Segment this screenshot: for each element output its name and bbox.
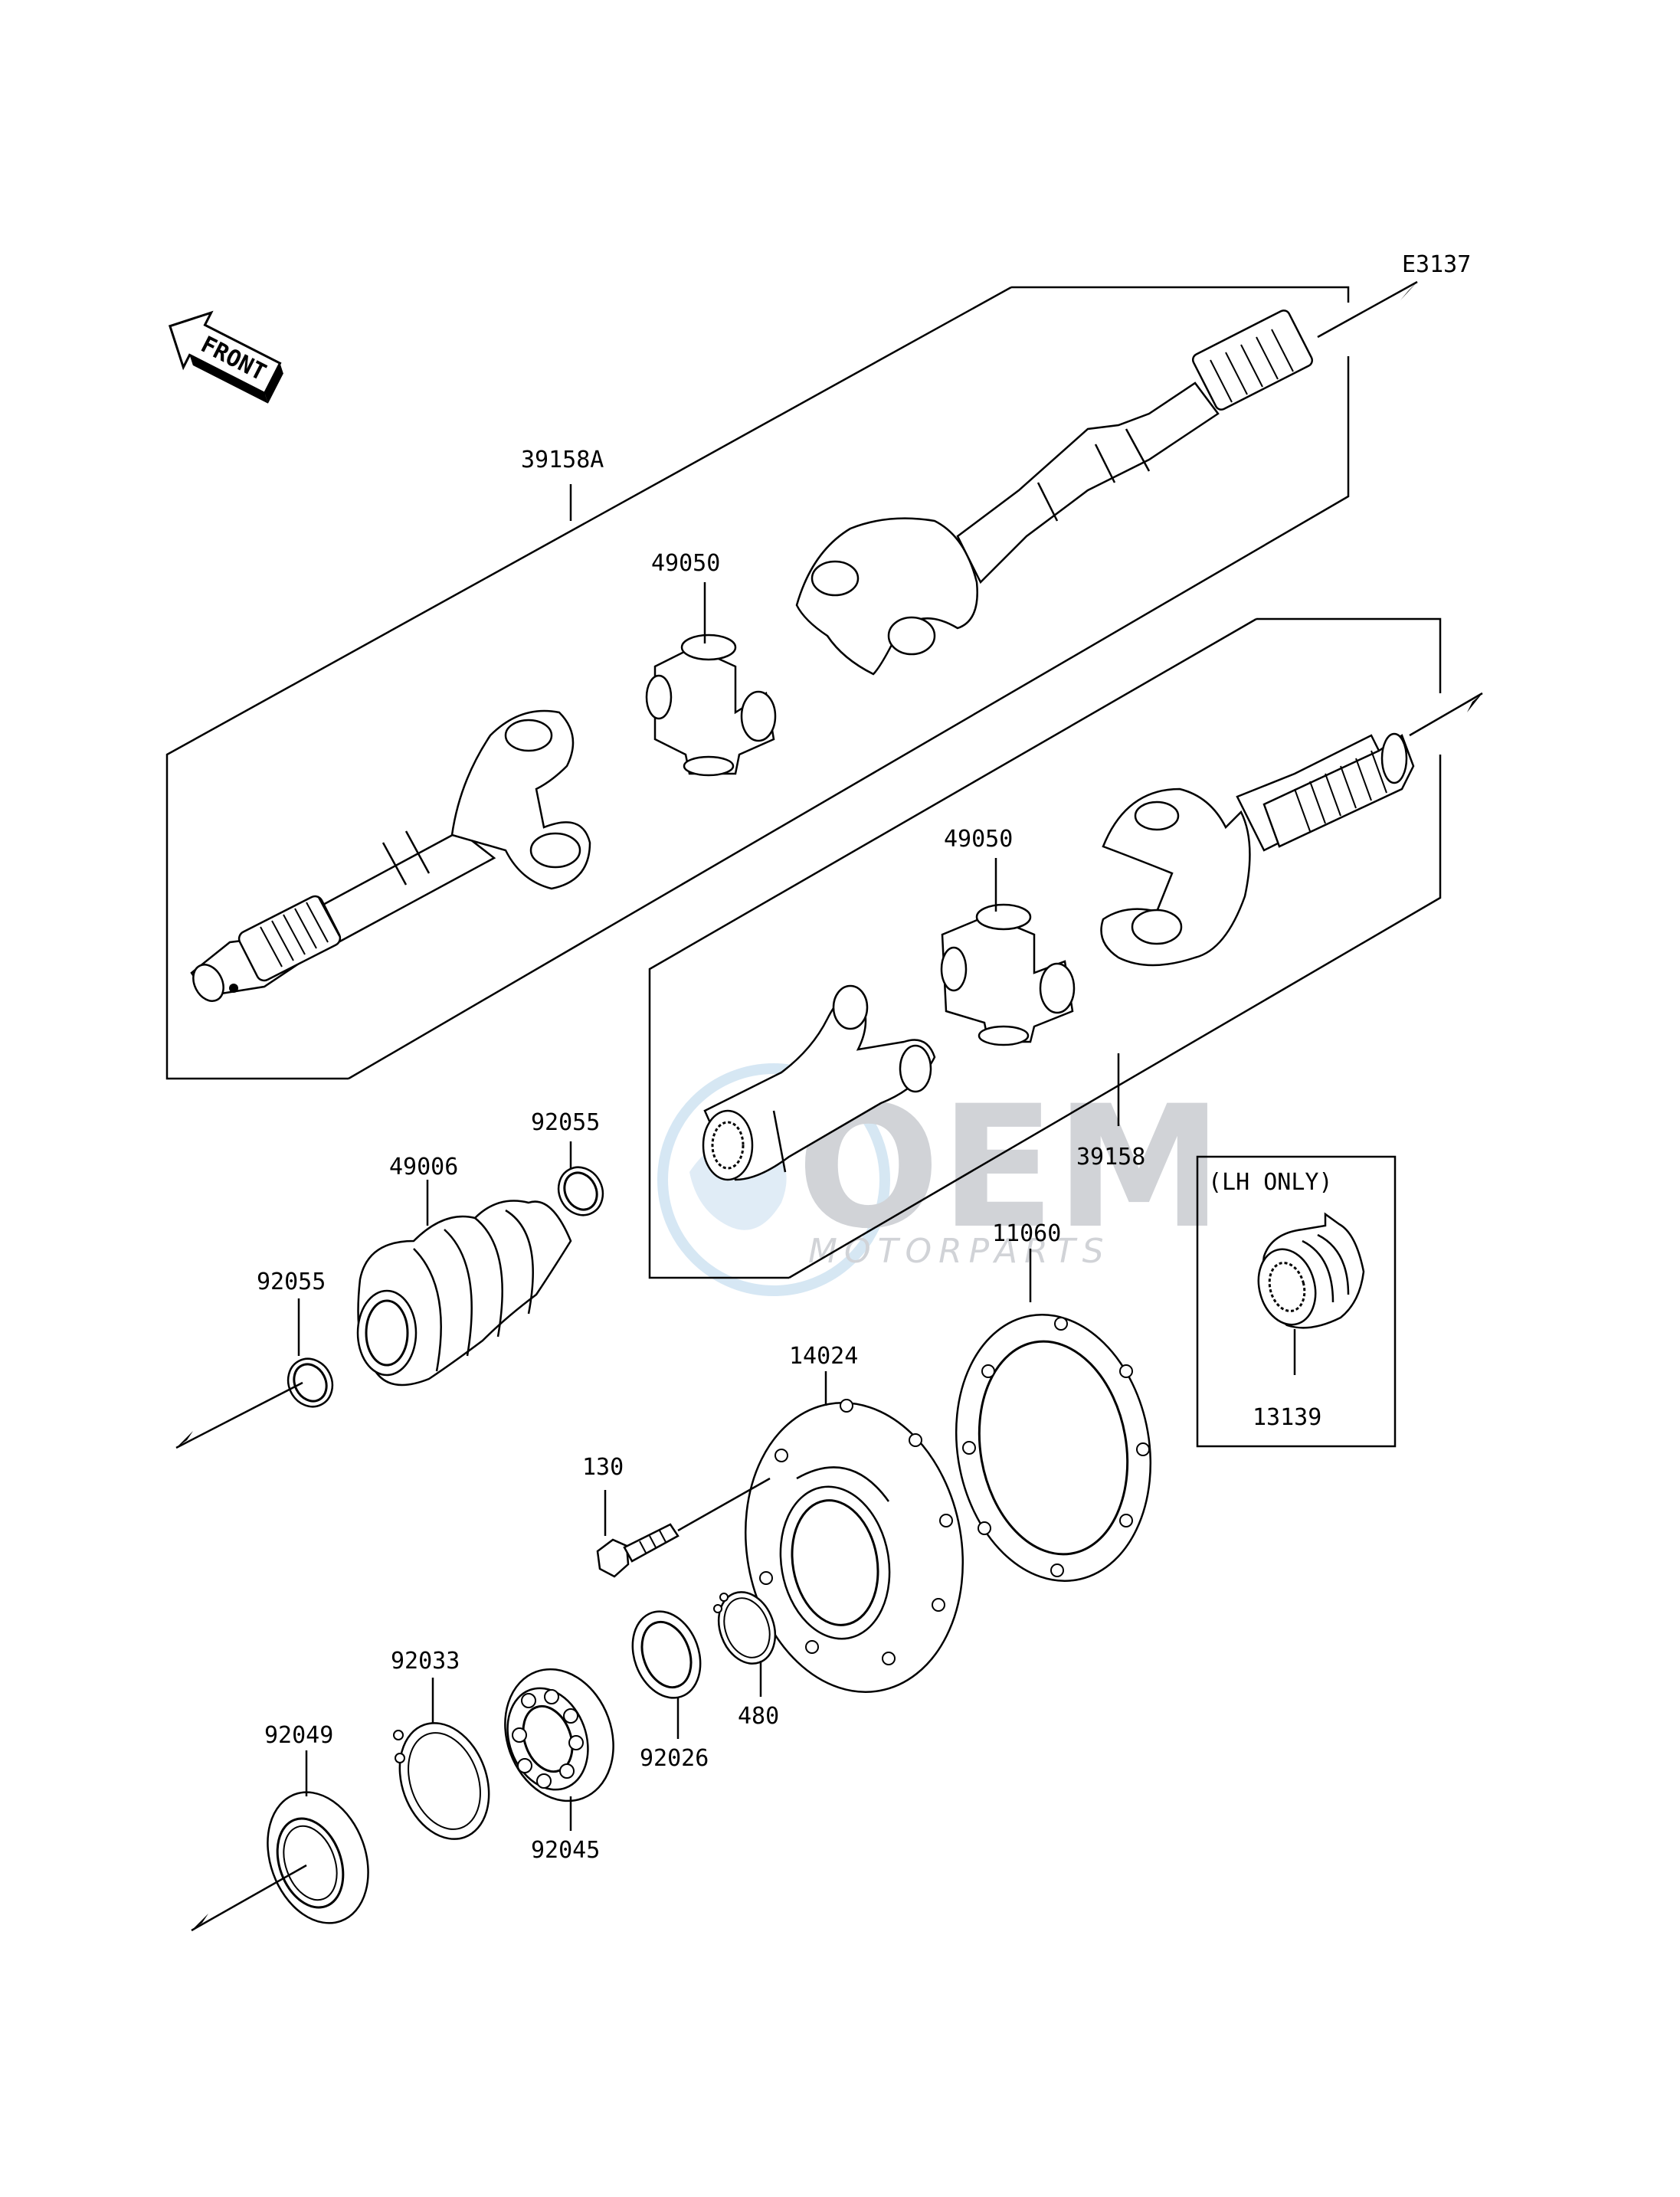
gasket-11060 — [955, 1249, 1152, 1582]
callout-13139: 13139 — [1253, 1404, 1321, 1431]
callout-92049: 92049 — [264, 1722, 333, 1749]
lh-only-inset: (LH ONLY) — [1196, 1155, 1397, 1448]
u-joint-upper — [645, 634, 777, 777]
upper-shaft-group — [165, 280, 1418, 1080]
upper-shaft-right — [795, 309, 1314, 676]
u-joint-lower — [940, 903, 1076, 1046]
housing-14024 — [744, 1371, 964, 1693]
callout-49050-upper: 49050 — [651, 550, 720, 577]
lh-only-label: (LH ONLY) — [1208, 1169, 1333, 1196]
callout-92055-lower: 92055 — [257, 1269, 326, 1295]
lower-yoke-shaft — [1100, 732, 1415, 967]
lower-shaft-group — [648, 617, 1483, 1279]
callout-39158: 39158 — [1076, 1144, 1145, 1171]
snap-ring-92033 — [393, 1678, 490, 1840]
callout-14024: 14024 — [789, 1343, 858, 1370]
callout-49050-lower: 49050 — [944, 826, 1013, 853]
callout-92055-upper: 92055 — [531, 1109, 600, 1136]
callout-480: 480 — [738, 1703, 779, 1730]
callout-11060: 11060 — [992, 1220, 1061, 1247]
spline-coupling — [702, 984, 936, 1181]
callout-130: 130 — [582, 1454, 624, 1481]
callout-92026: 92026 — [640, 1745, 709, 1772]
boot-assembly — [175, 1141, 604, 1449]
circlip-480 — [713, 1591, 777, 1697]
washer-92026 — [631, 1610, 702, 1739]
callout-49006: 49006 — [389, 1154, 458, 1180]
callout-39158a: 39158A — [521, 447, 604, 473]
bolt-130 — [596, 1477, 771, 1578]
callout-92045: 92045 — [531, 1837, 600, 1864]
upper-shaft-left — [190, 709, 591, 1002]
callout-92033: 92033 — [391, 1648, 460, 1675]
diagram-code: E3137 — [1402, 251, 1471, 278]
front-arrow-icon: FRONT — [168, 310, 283, 404]
bearing-92045 — [504, 1668, 614, 1831]
oil-seal-92049 — [191, 1750, 369, 1932]
watermark-subtitle: MOTORPARTS — [808, 1232, 1111, 1271]
